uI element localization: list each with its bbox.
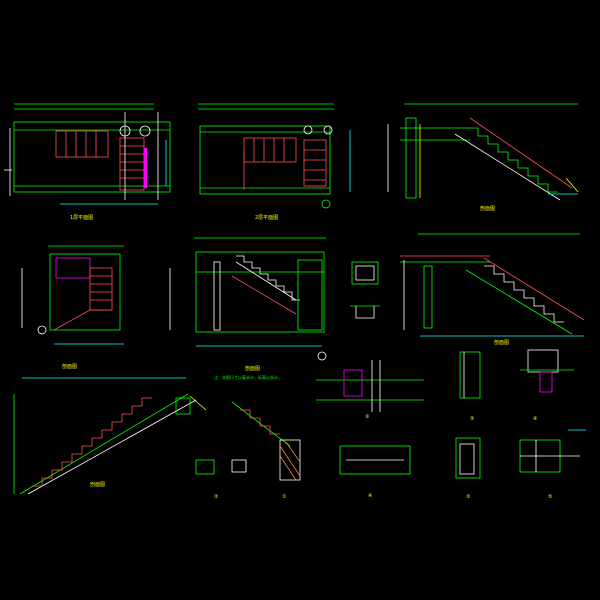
label-section-2: 剖面图 xyxy=(62,363,77,370)
label-detail-7: ③ xyxy=(466,494,470,500)
column-bracket-detail xyxy=(459,349,574,399)
label-detail-5: ⑤ xyxy=(470,416,474,422)
label-section-3: 剖面图 xyxy=(245,365,260,372)
label-detail-6: ④ xyxy=(533,416,538,422)
stair-plan-view-1 xyxy=(4,103,171,205)
label-detail-4: ④ xyxy=(368,493,373,499)
label-section-4: 剖面图 xyxy=(494,339,509,346)
connection-details xyxy=(455,429,586,479)
label-detail-1: ① xyxy=(282,494,287,500)
stair-long-section xyxy=(13,377,207,495)
drawing-note: 注：本图尺寸以毫米计，标高以米计。 xyxy=(214,374,282,380)
label-plan-1: 1层平面图 xyxy=(70,215,93,221)
label-detail-8: ⑤ xyxy=(548,494,552,500)
stringer-joint-detail xyxy=(231,401,301,481)
base-plate-detail xyxy=(195,459,247,475)
stair-plan-view-2 xyxy=(198,103,351,209)
label-detail-2: ② xyxy=(214,494,219,500)
stair-plan-view-3 xyxy=(21,245,124,345)
channel-section-detail xyxy=(350,261,380,319)
stair-section-view-1 xyxy=(387,103,579,201)
plate-elevation-detail xyxy=(339,445,411,475)
label-detail-3: ③ xyxy=(365,414,369,420)
stair-section-view-3 xyxy=(400,233,585,337)
label-section-1: 剖面图 xyxy=(480,205,495,212)
label-detail-long: 剖面图 xyxy=(90,481,105,488)
stair-section-view-2 xyxy=(169,237,327,361)
label-plan-2: 2层平面图 xyxy=(255,215,278,221)
beam-elevation-detail xyxy=(316,360,424,412)
